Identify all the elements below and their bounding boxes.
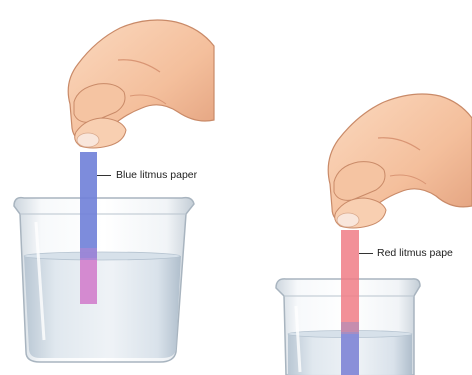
left-beaker-liquid: [24, 256, 181, 358]
right-hand: [328, 94, 472, 228]
blue-paper-leader-line: [97, 175, 111, 176]
blue-litmus-paper-label: Blue litmus paper: [116, 169, 197, 181]
pink-reaction-zone: [80, 258, 97, 304]
blue-reaction-zone: [341, 332, 359, 375]
red-paper-leader-line: [359, 253, 373, 254]
left-beaker: [14, 152, 194, 362]
left-hand: [68, 20, 214, 148]
red-litmus-paper-label: Red litmus pape: [377, 247, 453, 259]
